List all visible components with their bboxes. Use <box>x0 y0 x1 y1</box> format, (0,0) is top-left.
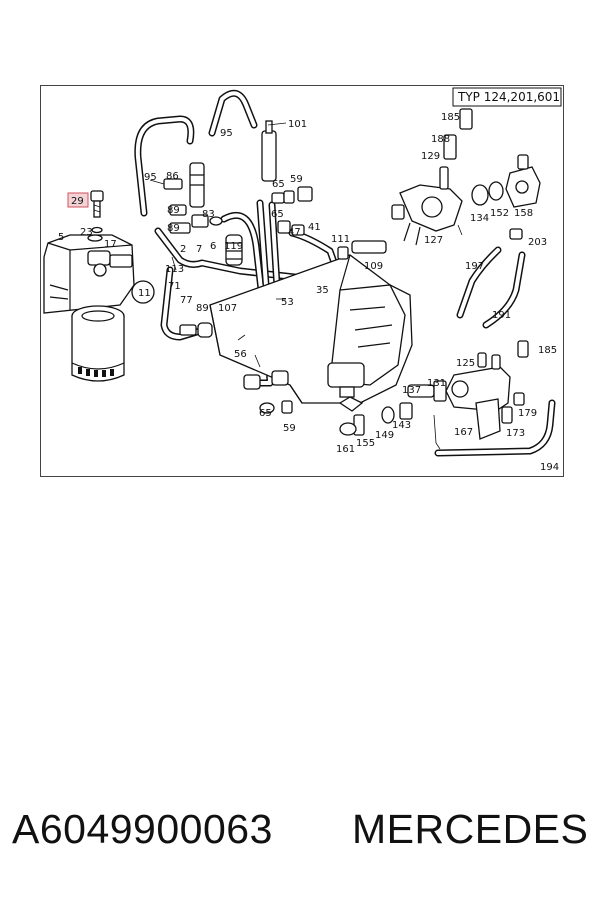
callout-65-bottom[interactable]: 65 <box>259 408 272 419</box>
callout-labels: 185 101 95 188 129 95 86 65 59 89 83 89 … <box>58 112 559 473</box>
callout-161[interactable]: 161 <box>336 444 355 455</box>
callout-185-right[interactable]: 185 <box>538 345 557 356</box>
callout-89-b[interactable]: 89 <box>167 223 180 234</box>
callout-5[interactable]: 5 <box>58 232 64 243</box>
callout-125[interactable]: 125 <box>456 358 475 369</box>
callout-56[interactable]: 56 <box>234 349 247 360</box>
callout-143[interactable]: 143 <box>392 420 411 431</box>
callout-95-top[interactable]: 95 <box>220 128 233 139</box>
callout-53[interactable]: 53 <box>281 297 294 308</box>
hose-95-left <box>134 115 195 217</box>
callout-173[interactable]: 173 <box>506 428 525 439</box>
fuel-filter-housing <box>43 234 135 314</box>
callout-113[interactable]: 113 <box>165 264 184 275</box>
injector-86 <box>189 162 205 208</box>
callout-83[interactable]: 83 <box>202 209 215 220</box>
callout-191[interactable]: 191 <box>492 310 511 321</box>
callout-101[interactable]: 101 <box>288 119 307 130</box>
callout-41[interactable]: 41 <box>308 222 321 233</box>
callout-71[interactable]: 71 <box>168 281 181 292</box>
callout-158[interactable]: 158 <box>514 208 533 219</box>
callout-188[interactable]: 188 <box>431 134 450 145</box>
fuel-line-107 <box>220 211 268 319</box>
callout-29-highlight[interactable]: 29 <box>67 192 89 208</box>
callout-155[interactable]: 155 <box>356 438 375 449</box>
callout-149[interactable]: 149 <box>375 430 394 441</box>
callout-95-left[interactable]: 95 <box>144 172 157 183</box>
callout-29: 29 <box>71 196 84 207</box>
callout-131[interactable]: 131 <box>427 378 446 389</box>
callout-129[interactable]: 129 <box>421 151 440 162</box>
callout-185-top[interactable]: 185 <box>441 112 460 123</box>
callout-137[interactable]: 137 <box>402 385 421 396</box>
brand-name: MERCEDES <box>352 806 589 852</box>
hose-194 <box>434 399 556 457</box>
callout-179[interactable]: 179 <box>518 408 537 419</box>
callout-77[interactable]: 77 <box>180 295 193 306</box>
injector-101 <box>261 120 277 182</box>
fuel-line-113 <box>154 227 334 285</box>
callout-35[interactable]: 35 <box>316 285 329 296</box>
hose-197 <box>456 246 502 319</box>
callout-23[interactable]: 23 <box>80 227 93 238</box>
callout-65-mid[interactable]: 65 <box>271 209 284 220</box>
callout-circle-11 <box>131 280 155 304</box>
callout-47[interactable]: 47 <box>288 227 301 238</box>
callout-89-c[interactable]: 89 <box>196 303 209 314</box>
injection-pump <box>209 254 413 412</box>
callout-167[interactable]: 167 <box>454 427 473 438</box>
fittings <box>163 178 387 414</box>
banjo-bolt <box>87 190 104 242</box>
callout-7[interactable]: 7 <box>196 244 202 255</box>
callout-109[interactable]: 109 <box>364 261 383 272</box>
filter-assembly-125 <box>339 340 529 450</box>
callout-89-a[interactable]: 89 <box>167 205 180 216</box>
parts-diagram: TYP 124,201,601 29 <box>40 85 564 477</box>
hose-191 <box>482 251 526 329</box>
type-label-box: TYP 124,201,601 <box>452 87 562 107</box>
callout-119[interactable]: 119 <box>224 241 243 252</box>
part-number: A6049900063 <box>12 806 273 852</box>
filter-cartridge <box>71 305 125 382</box>
leader-lines <box>149 122 463 368</box>
callout-111[interactable]: 111 <box>331 234 350 245</box>
callout-17[interactable]: 17 <box>104 239 117 250</box>
callout-197[interactable]: 197 <box>465 261 484 272</box>
callout-6[interactable]: 6 <box>210 241 216 252</box>
callout-134[interactable]: 134 <box>470 213 489 224</box>
callout-59-bottom[interactable]: 59 <box>283 423 296 434</box>
fuel-line-71 <box>160 266 204 341</box>
callout-203[interactable]: 203 <box>528 237 547 248</box>
callout-127[interactable]: 127 <box>424 235 443 246</box>
callout-2[interactable]: 2 <box>180 244 186 255</box>
callout-59-top[interactable]: 59 <box>290 174 303 185</box>
callout-107[interactable]: 107 <box>218 303 237 314</box>
callout-86[interactable]: 86 <box>166 171 179 182</box>
callout-11[interactable]: 11 <box>138 288 151 299</box>
fuel-pump-127 <box>391 108 541 246</box>
hose-95-top <box>208 89 258 137</box>
callout-194[interactable]: 194 <box>540 462 559 473</box>
callout-152[interactable]: 152 <box>490 208 509 219</box>
callout-65-top[interactable]: 65 <box>272 179 285 190</box>
type-label: TYP 124,201,601 <box>457 90 560 104</box>
